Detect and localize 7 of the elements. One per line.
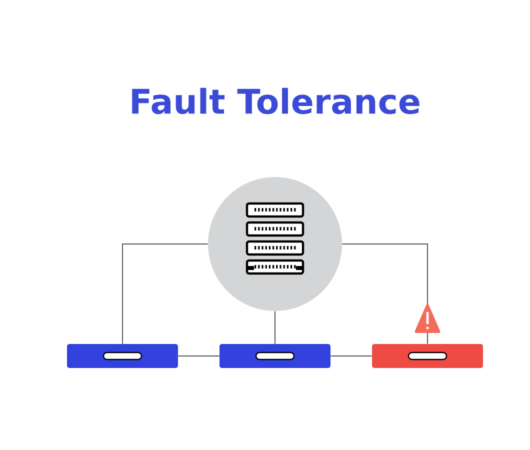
title: Fault Tolerance — [132, 88, 420, 114]
connector-line — [274, 310, 276, 344]
connector-line — [122, 244, 208, 344]
network-bar — [220, 344, 330, 368]
network-bar — [67, 344, 178, 368]
connector-line — [342, 244, 428, 344]
network-bar — [372, 344, 483, 368]
